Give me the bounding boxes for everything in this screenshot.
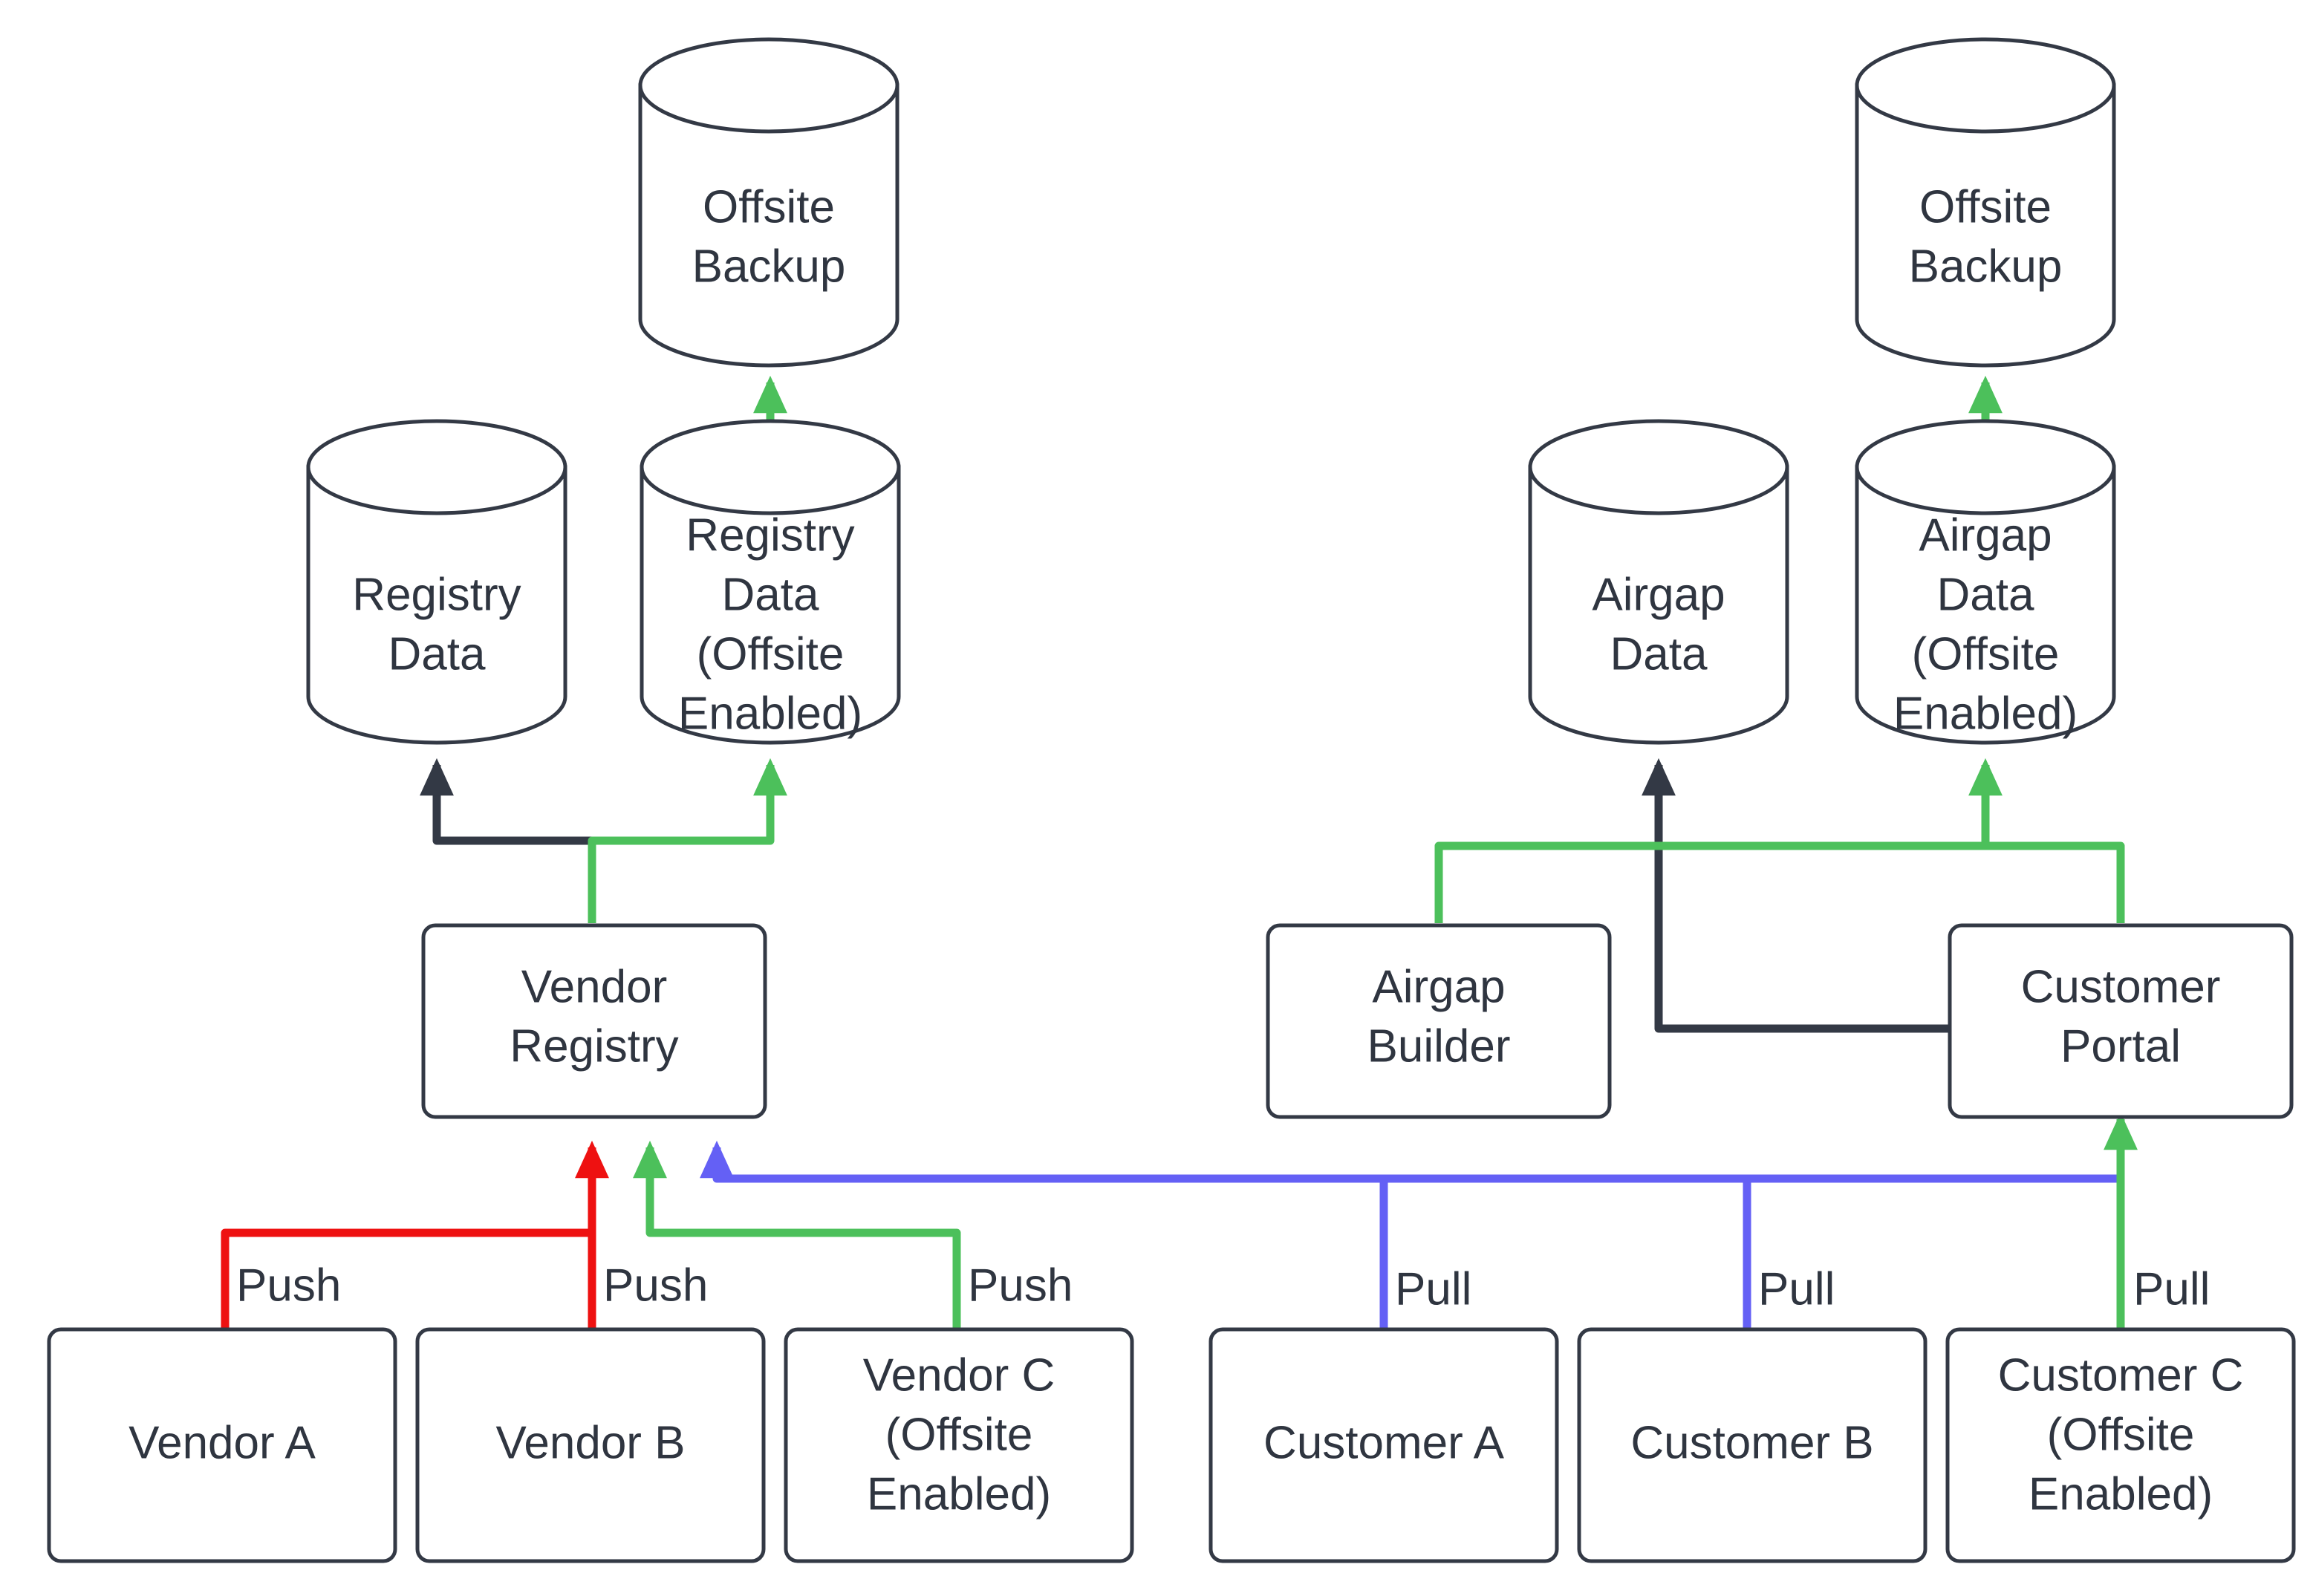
vendor-c-line2: (Offsite	[885, 1409, 1033, 1460]
edge-label-vendor-b-push: Push	[603, 1260, 708, 1311]
airgap-builder-line2: Builder	[1367, 1020, 1511, 1072]
node-vendor-registry[interactable]: Vendor Registry	[421, 923, 767, 1119]
node-offsite-backup-right[interactable]: Offsite Backup	[1855, 37, 2116, 368]
offsite-backup-left-line1: Offsite	[703, 181, 835, 232]
node-airgap-data[interactable]: Airgap Data	[1528, 419, 1789, 745]
edge-customer-portal-to-airgap-data	[1642, 758, 1955, 1033]
airgap-data-offsite-line2: Data	[1937, 569, 2034, 620]
node-customer-a[interactable]: Customer A	[1208, 1327, 1559, 1563]
airgap-data-line2: Data	[1610, 628, 1708, 680]
vendor-b-label: Vendor B	[495, 1417, 685, 1468]
vendor-c-line3: Enabled)	[867, 1468, 1051, 1520]
airgap-data-offsite-line4: Enabled)	[1893, 688, 2078, 739]
edge-vendor-registry-to-registry-data	[420, 758, 596, 923]
airgap-data-offsite-line3: (Offsite	[1912, 628, 2060, 680]
node-airgap-builder[interactable]: Airgap Builder	[1266, 923, 1612, 1119]
customer-portal-line1: Customer	[2021, 961, 2221, 1012]
customer-c-line1: Customer C	[1998, 1349, 2244, 1401]
offsite-backup-right-line2: Backup	[1909, 241, 2063, 292]
node-registry-data[interactable]: Registry Data	[306, 419, 567, 745]
edge-customer-portal-to-airgap-data-offsite	[1985, 841, 2125, 923]
registry-data-offsite-line1: Registry	[686, 509, 854, 561]
node-vendor-a[interactable]: Vendor A	[47, 1327, 397, 1563]
customer-c-line3: Enabled)	[2029, 1468, 2213, 1520]
vendor-a-label: Vendor A	[128, 1417, 316, 1468]
node-vendor-b[interactable]: Vendor B	[415, 1327, 766, 1563]
edge-label-customer-c-pull: Pull	[2133, 1263, 2210, 1315]
node-vendor-c[interactable]: Vendor C (Offsite Enabled)	[784, 1327, 1134, 1563]
registry-data-line2: Data	[388, 628, 486, 680]
vendor-registry-line2: Registry	[510, 1020, 678, 1072]
edge-label-vendor-c-push: Push	[968, 1260, 1073, 1311]
customer-a-label: Customer A	[1263, 1417, 1505, 1468]
vendor-c-line1: Vendor C	[863, 1349, 1055, 1401]
customer-portal-line2: Portal	[2060, 1020, 2181, 1072]
offsite-backup-left-line2: Backup	[692, 241, 846, 292]
edge-label-vendor-a-push: Push	[236, 1260, 341, 1311]
customer-c-line2: (Offsite	[2047, 1409, 2195, 1460]
node-offsite-backup-left[interactable]: Offsite Backup	[638, 37, 900, 368]
customer-b-label: Customer B	[1630, 1417, 1873, 1468]
registry-data-line1: Registry	[352, 569, 521, 620]
node-customer-b[interactable]: Customer B	[1577, 1327, 1928, 1563]
edge-airgap-builder-to-airgap-data-offsite	[1434, 758, 2003, 923]
airgap-builder-line1: Airgap	[1372, 961, 1505, 1012]
edge-label-customer-a-pull: Pull	[1395, 1263, 1471, 1315]
edge-label-customer-b-pull: Pull	[1758, 1263, 1835, 1315]
airgap-data-line1: Airgap	[1592, 569, 1725, 620]
registry-data-offsite-line2: Data	[722, 569, 819, 620]
registry-data-offsite-line3: (Offsite	[697, 628, 845, 680]
node-registry-data-offsite[interactable]: Registry Data (Offsite Enabled)	[640, 419, 901, 745]
airgap-data-offsite-line1: Airgap	[1919, 509, 2052, 561]
node-customer-c[interactable]: Customer C (Offsite Enabled)	[1945, 1327, 2296, 1563]
offsite-backup-right-line1: Offsite	[1919, 181, 2052, 232]
edge-vendor-c-push	[633, 1140, 961, 1328]
node-customer-portal[interactable]: Customer Portal	[1948, 923, 2294, 1119]
registry-data-offsite-line4: Enabled)	[678, 688, 862, 739]
vendor-registry-line1: Vendor	[521, 961, 668, 1012]
edge-customer-a-pull	[700, 1140, 1388, 1328]
edge-vendor-registry-to-registry-data-offsite	[588, 758, 787, 923]
node-airgap-data-offsite[interactable]: Airgap Data (Offsite Enabled)	[1855, 419, 2116, 745]
